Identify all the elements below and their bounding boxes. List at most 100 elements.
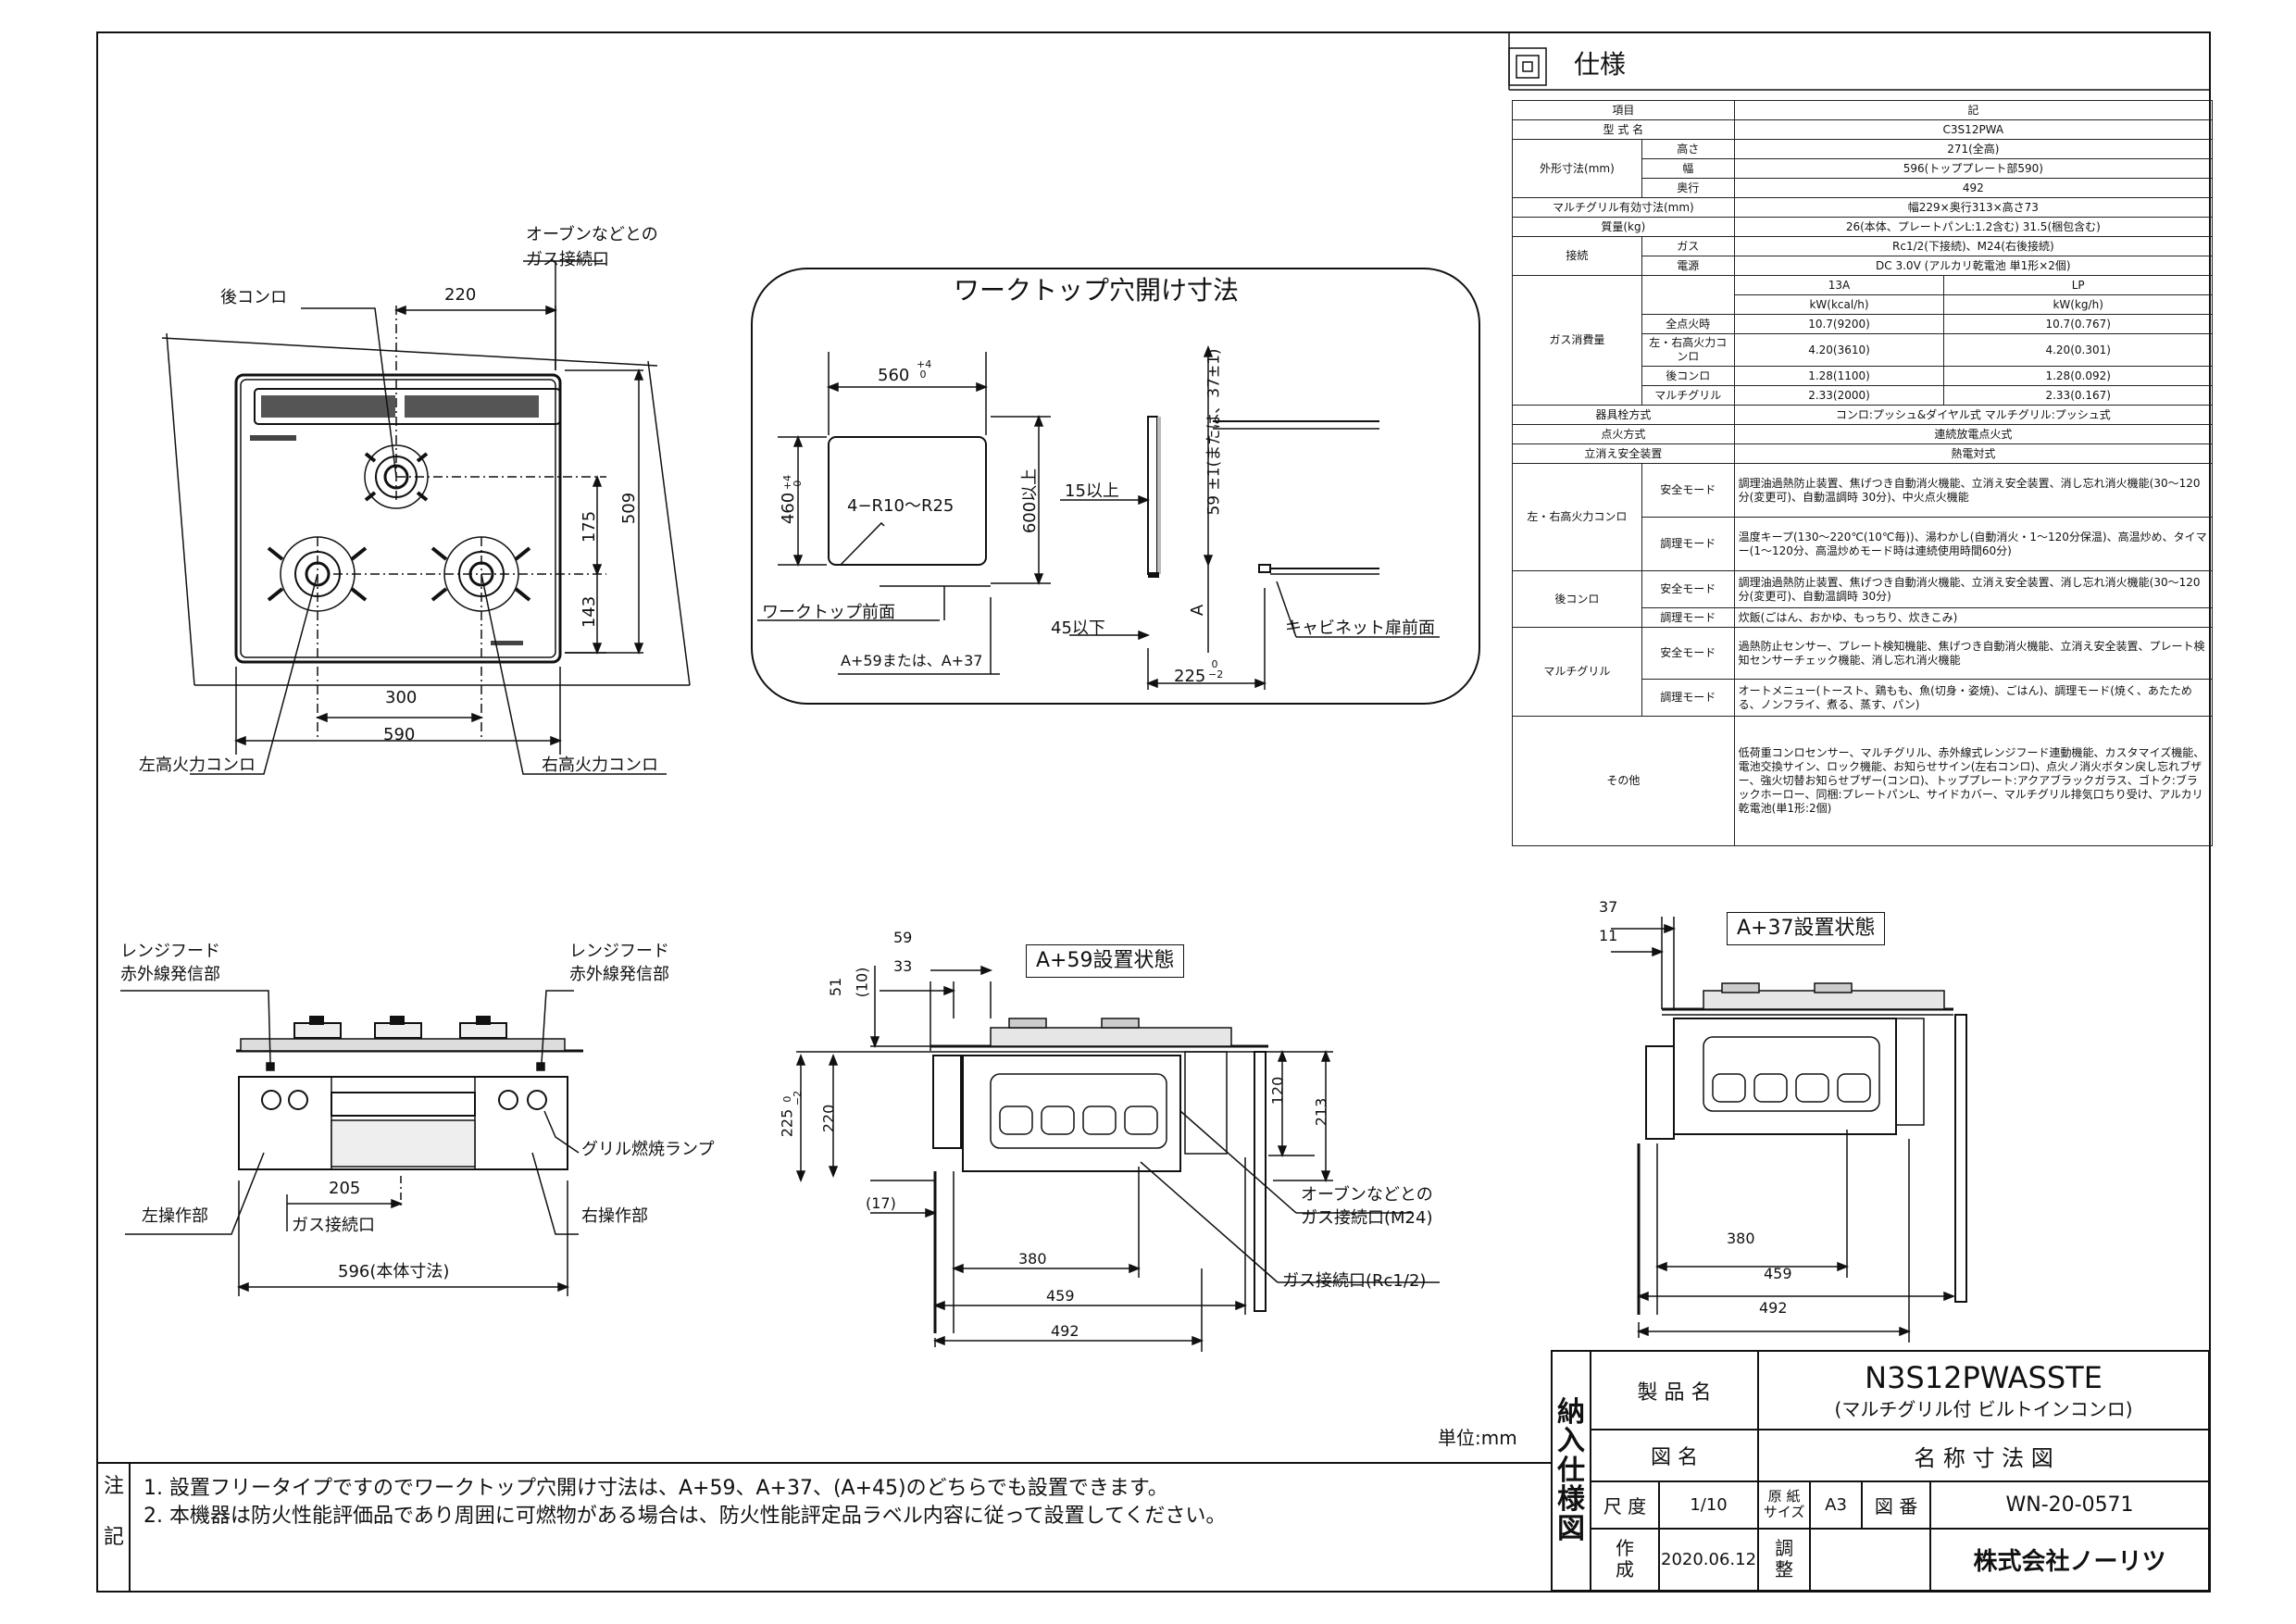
ignition-value: 連続放電点火式 xyxy=(1733,424,2214,444)
spec-head-item: 項目 xyxy=(1512,100,1735,120)
plan-view xyxy=(161,259,691,775)
height-value: 271(全高) xyxy=(1733,139,2214,159)
side59-d120: 120 xyxy=(1268,1076,1287,1106)
drawing-no: WN-20-0571 xyxy=(1929,1480,2210,1530)
cutout-letter-a: A xyxy=(1188,604,1208,617)
note-2: 2. 本機器は防火性能評価品であり周囲に可燃物がある場合は、防火性能評定品ラベル… xyxy=(144,1505,1227,1528)
connect-power-label: 電源 xyxy=(1641,256,1735,276)
unit-lp: kW(kg/h) xyxy=(1943,294,2213,315)
scale-label: 尺 度 xyxy=(1590,1480,1660,1530)
cons-row-label: 全点火時 xyxy=(1641,314,1735,334)
cutout-front-label: ワークトップ前面 xyxy=(762,603,895,622)
plan-dim-509: 509 xyxy=(619,492,640,525)
front-right-ctrl-label: 右操作部 xyxy=(581,1206,648,1226)
lr-safety-value: 調理油過熱防止装置、焦げつき自動消火機能、立消え安全装置、消し忘れ消火機能(30… xyxy=(1733,463,2214,518)
cutout-diagram xyxy=(751,268,1480,705)
unit-label: 単位:mm xyxy=(1438,1427,1517,1449)
side-char: 図 xyxy=(1557,1512,1585,1545)
paper-value: A3 xyxy=(1809,1480,1864,1530)
side-char: 仕 xyxy=(1557,1454,1585,1487)
consumption-label: ガス消費量 xyxy=(1512,275,1642,406)
depth-label: 奥行 xyxy=(1641,178,1735,198)
rear-cook-value: 炊飯(ごはん、おかゆ、もっちり、炊きこみ) xyxy=(1733,607,2214,628)
side59-d33: 33 xyxy=(893,957,913,975)
cons-row-label: マルチグリル xyxy=(1641,385,1735,406)
side-char: 納 xyxy=(1557,1395,1585,1429)
grill-dim-label: マルチグリル有効寸法(mm) xyxy=(1512,197,1735,218)
note-1: 1. 設置フリータイプですのでワークトップ穴開け寸法は、A+59、A+37、(A… xyxy=(144,1477,1168,1500)
date-value: 2020.06.12 xyxy=(1657,1527,1760,1593)
cutout-title: ワークトップ穴開け寸法 xyxy=(954,275,1240,306)
plan-dim-220: 220 xyxy=(444,285,477,305)
cons-row-a: 1.28(1100) xyxy=(1733,366,1945,386)
side59-title: A+59設置状態 xyxy=(1026,944,1185,978)
cutout-d15: 15以上 xyxy=(1065,481,1119,501)
side59-d59: 59 xyxy=(893,929,913,946)
mass-value: 26(本体、プレートパンL:1.2含む) 31.5(梱包含む) xyxy=(1733,217,2214,237)
plan-rear-burner-label: 後コンロ xyxy=(220,288,287,307)
lr-safety-label: 安全モード xyxy=(1641,463,1735,518)
cutout-d225: 225 xyxy=(1174,667,1206,686)
front-hood-left-label: レンジフード 赤外線発信部 xyxy=(120,942,220,985)
side59-d17: (17) xyxy=(866,1194,896,1212)
drawing-label: 図 名 xyxy=(1589,1429,1760,1483)
cons-row-b: 4.20(0.301) xyxy=(1943,333,2213,367)
control-label: 器具栓方式 xyxy=(1512,405,1735,425)
side59-d492: 492 xyxy=(1051,1322,1079,1340)
grill-safety-label: 安全モード xyxy=(1641,627,1735,680)
side-view-37 xyxy=(1611,917,1967,1343)
side59-gas-rc-label: ガス接続口(Rc1/2) xyxy=(1282,1271,1427,1291)
plan-oven-gas-label: オーブンなどとの ガス接続口 xyxy=(526,225,658,269)
cutout-tol-h: +4 0 xyxy=(781,474,805,491)
connect-label: 接続 xyxy=(1512,236,1642,276)
drawing-name: 名 称 寸 法 図 xyxy=(1757,1429,2210,1483)
cons-row-b: 10.7(0.767) xyxy=(1943,314,2213,334)
width-label: 幅 xyxy=(1641,158,1735,179)
side-char: 様 xyxy=(1557,1483,1585,1517)
cutout-tol-w: +4 0 xyxy=(917,358,932,381)
side59-tol: 0 −2 xyxy=(781,1090,805,1106)
depth-value: 492 xyxy=(1733,178,2214,198)
width-value: 596(トッププレート部590) xyxy=(1733,158,2214,179)
control-value: コンロ:プッシュ&ダイヤル式 マルチグリル:プッシュ式 xyxy=(1733,405,2214,425)
scale-value: 1/10 xyxy=(1657,1480,1760,1530)
spec-table: 項目 記 型 式 名 C3S12PWA 外形寸法(mm) 高さ 271(全高) … xyxy=(1512,100,2214,846)
flame-safety-value: 熱電対式 xyxy=(1733,443,2214,464)
title-block-side: 納 入 仕 様 図 xyxy=(1551,1350,1591,1592)
side37-d459: 459 xyxy=(1764,1265,1792,1282)
cutout-a-note: A+59または、A+37 xyxy=(841,652,983,669)
side59-d459: 459 xyxy=(1046,1287,1075,1305)
side59-d220: 220 xyxy=(819,1104,838,1133)
front-dim-205: 205 xyxy=(329,1179,361,1198)
plan-dim-590: 590 xyxy=(383,725,416,744)
side37-d37: 37 xyxy=(1599,898,1618,916)
front-dim-596: 596(本体寸法) xyxy=(338,1262,450,1281)
front-left-ctrl-label: 左操作部 xyxy=(142,1206,208,1226)
rear-safety-label: 安全モード xyxy=(1641,570,1735,608)
grill-label: マルチグリル xyxy=(1512,627,1642,717)
model-value: C3S12PWA xyxy=(1733,119,2214,140)
product-label: 製 品 名 xyxy=(1589,1349,1760,1431)
spec-icon xyxy=(1508,47,1547,86)
paper-label: 原 紙 サイズ xyxy=(1757,1480,1812,1530)
cutout-h460: 460 xyxy=(779,492,799,525)
title-block: 納 入 仕 様 図 製 品 名 N3S12PWASSTE (マルチグリル付 ビル… xyxy=(1551,1349,2210,1593)
other-value: 低荷重コンロセンサー、マルチグリル、赤外線式レンジフード連動機能、カスタマイズ機… xyxy=(1733,716,2214,846)
check-label: 調 整 xyxy=(1757,1527,1812,1593)
side37-d380: 380 xyxy=(1727,1230,1755,1247)
lr-label: 左・右高火力コンロ xyxy=(1512,463,1642,571)
spec-title: 仕様 xyxy=(1574,49,1627,80)
cutout-cabinet-label: キャビネット扉前面 xyxy=(1285,618,1435,638)
plan-right-burner-label: 右高火力コンロ xyxy=(542,756,658,775)
cons-row-b: 1.28(0.092) xyxy=(1943,366,2213,386)
model-label: 型 式 名 xyxy=(1512,119,1735,140)
front-hood-right-label: レンジフード 赤外線発信部 xyxy=(569,942,669,985)
side59-d51: 51 xyxy=(827,977,845,997)
notes-label-a: 注 xyxy=(104,1475,125,1498)
connect-power-value: DC 3.0V (アルカリ乾電池 単1形×2個) xyxy=(1733,256,2214,276)
product-name: N3S12PWASSTE xyxy=(1865,1359,2103,1395)
date-label: 作 成 xyxy=(1590,1527,1660,1593)
product-subtitle: (マルチグリル付 ビルトインコンロ) xyxy=(1834,1398,2133,1421)
cutout-d600: 600以上 xyxy=(1020,468,1041,534)
ignition-label: 点火方式 xyxy=(1512,424,1735,444)
